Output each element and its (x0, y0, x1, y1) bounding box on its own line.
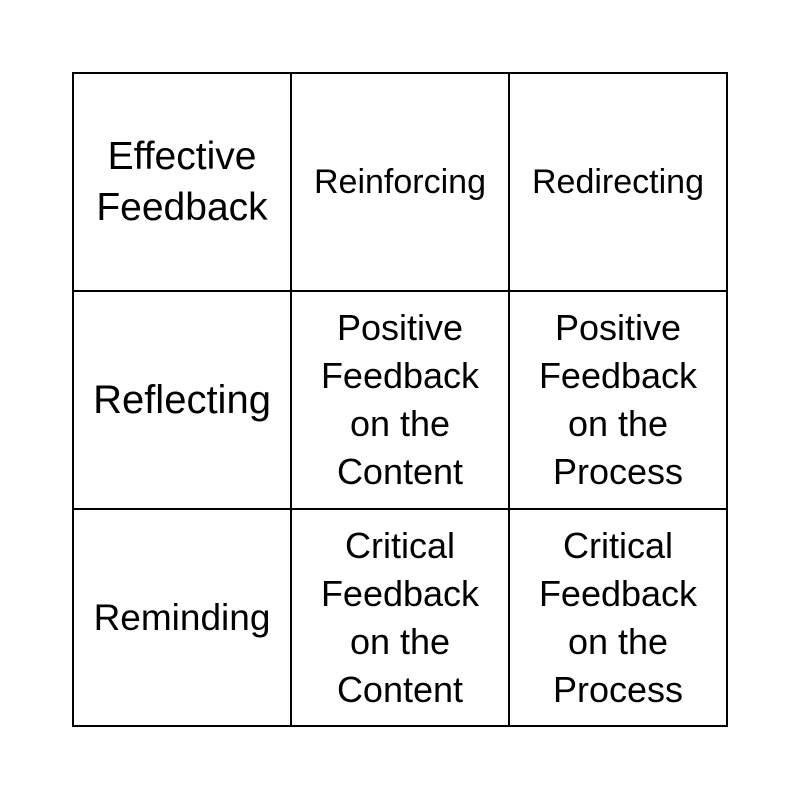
grid-cell-reflecting: Reflecting (74, 292, 292, 510)
cell-label: Positive Feedback on the Content (320, 307, 480, 492)
cell-label: Redirecting (532, 163, 704, 201)
grid-cell-critical-feedback-content: Critical Feedback on the Content (292, 510, 510, 727)
cell-label: Effective Feedback (96, 135, 268, 229)
cell-label: Critical Feedback on the Process (538, 524, 698, 710)
grid-cell-effective-feedback: Effective Feedback (74, 74, 292, 292)
cell-label: Positive Feedback on the Process (538, 307, 698, 492)
grid-cell-reminding: Reminding (74, 510, 292, 727)
bingo-grid: Effective Feedback Reinforcing Redirecti… (72, 72, 728, 727)
cell-label: Reminding (93, 596, 271, 638)
grid-cell-reinforcing: Reinforcing (292, 74, 510, 292)
grid-cell-redirecting: Redirecting (510, 74, 728, 292)
grid-cell-critical-feedback-process: Critical Feedback on the Process (510, 510, 728, 727)
cell-label: Critical Feedback on the Content (320, 524, 480, 710)
grid-cell-positive-feedback-content: Positive Feedback on the Content (292, 292, 510, 510)
cell-label: Reinforcing (314, 163, 486, 201)
cell-label: Reflecting (93, 378, 271, 422)
grid-cell-positive-feedback-process: Positive Feedback on the Process (510, 292, 728, 510)
